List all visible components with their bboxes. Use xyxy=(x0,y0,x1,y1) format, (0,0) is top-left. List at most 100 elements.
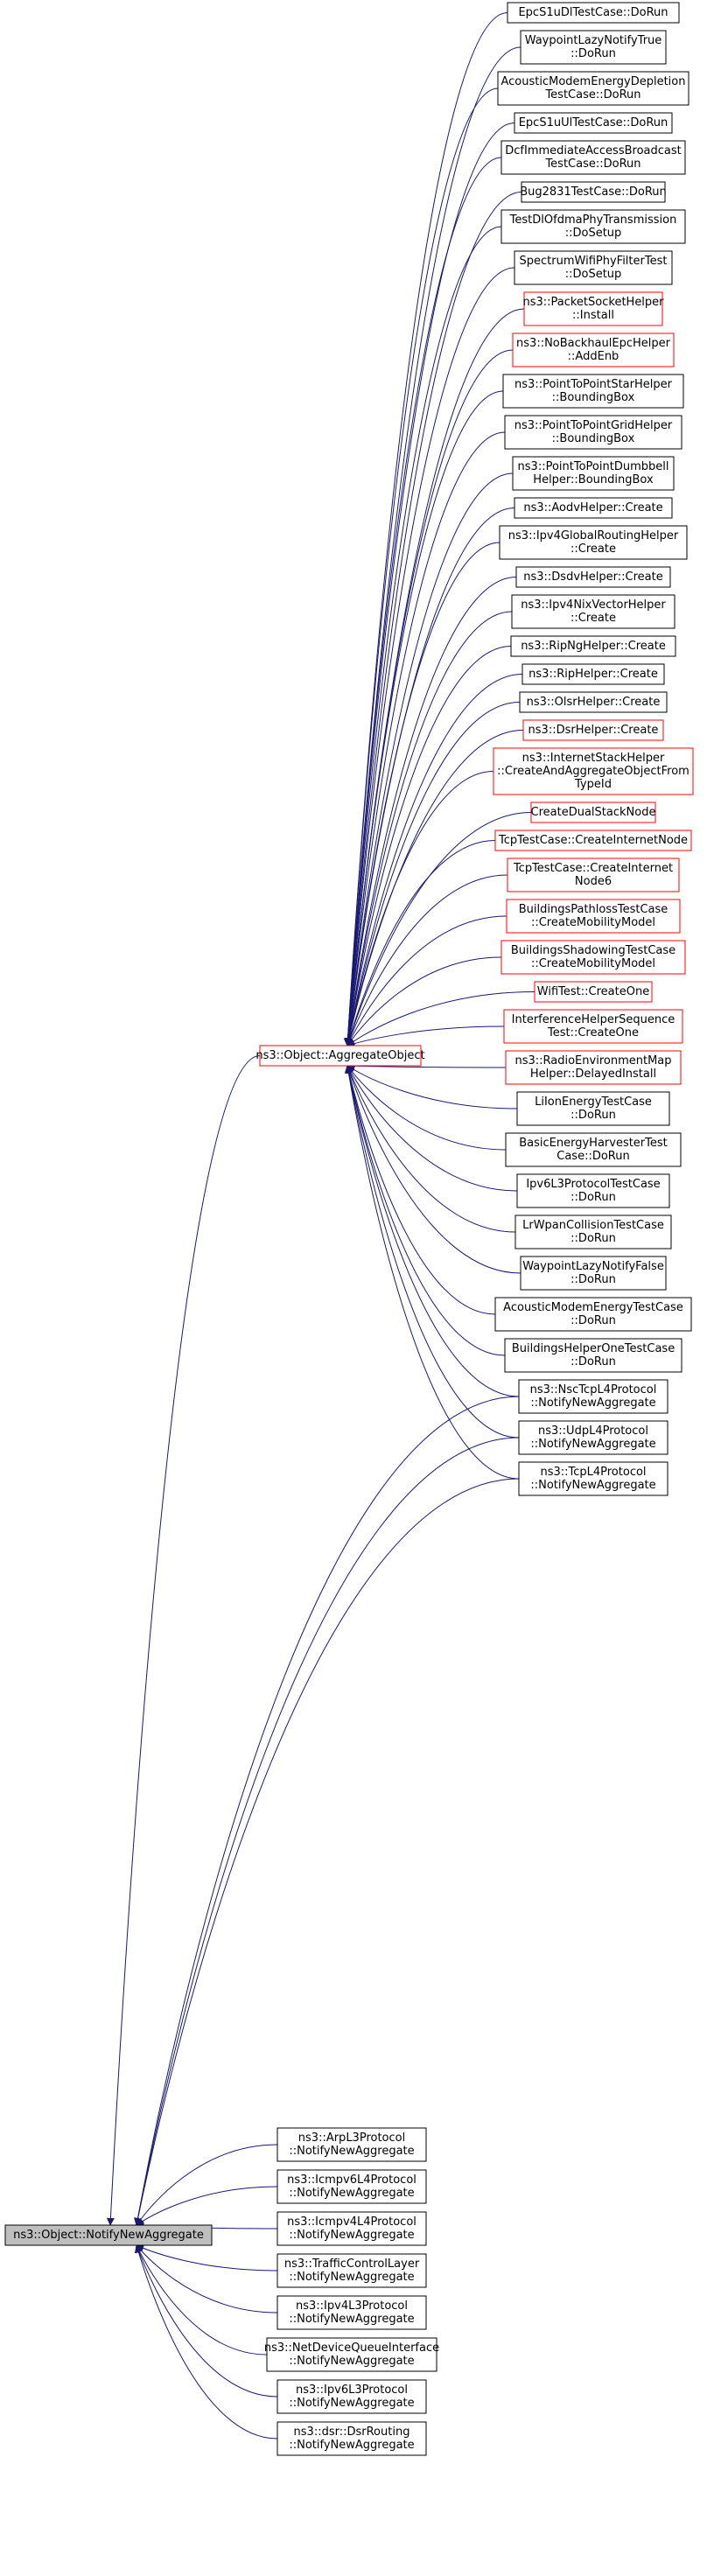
edge-c32-to-aggregate xyxy=(346,1065,518,1192)
edge-c18-to-aggregate xyxy=(345,674,523,1046)
node-label: AcousticModemEnergyTestCase xyxy=(503,1301,683,1314)
edge-d2-to-aggregate xyxy=(344,1065,520,1480)
node-label: ::NotifyNewAggregate xyxy=(530,1438,655,1451)
node-caller-c10[interactable]: ns3::PointToPointStarHelper::BoundingBox xyxy=(502,374,684,409)
node-box xyxy=(503,1009,683,1044)
node-box xyxy=(500,209,686,244)
node-caller-c28[interactable]: InterferenceHelperSequenceTest::CreateOn… xyxy=(503,1009,683,1044)
node-root-notify[interactable]: ns3::Object::NotifyNewAggregate xyxy=(4,2224,213,2246)
node-label: TestCase::DoRun xyxy=(544,88,640,102)
node-caller-c26[interactable]: BuildingsShadowingTestCase::CreateMobili… xyxy=(500,940,686,975)
node-label: ns3::TrafficControlLayer xyxy=(284,2258,420,2271)
node-box xyxy=(497,71,690,106)
node-caller-c25[interactable]: BuildingsPathlossTestCase::CreateMobilit… xyxy=(506,899,681,934)
node-caller-c3[interactable]: EpcS1uUlTestCase::DoRun xyxy=(514,112,673,134)
node-label: ns3::Ipv6L3Protocol xyxy=(296,2384,408,2397)
node-override-o6[interactable]: ns3::Ipv6L3Protocol::NotifyNewAggregate xyxy=(276,2379,427,2414)
node-caller-c2[interactable]: AcousticModemEnergyDepletionTestCase::Do… xyxy=(497,71,690,106)
node-label: DcfImmediateAccessBroadcast xyxy=(505,144,681,158)
node-label: ::DoRun xyxy=(570,47,616,60)
node-box xyxy=(520,30,667,65)
node-caller-c1[interactable]: WaypointLazyNotifyTrue::DoRun xyxy=(520,30,667,65)
node-caller-c19[interactable]: ns3::OlsrHelper::Create xyxy=(519,691,668,713)
node-label: ::NotifyNewAggregate xyxy=(289,2439,414,2452)
node-box xyxy=(502,374,684,409)
node-box xyxy=(504,1338,682,1373)
node-override-d2[interactable]: ns3::TcpL4Protocol::NotifyNewAggregate xyxy=(518,1461,668,1496)
node-caller-c30[interactable]: LiIonEnergyTestCase::DoRun xyxy=(516,1091,670,1126)
node-override-o1[interactable]: ns3::Icmpv6L4Protocol::NotifyNewAggregat… xyxy=(276,2169,427,2204)
node-caller-c36[interactable]: BuildingsHelperOneTestCase::DoRun xyxy=(504,1338,682,1373)
node-caller-c11[interactable]: ns3::PointToPointGridHelper::BoundingBox xyxy=(504,415,682,450)
node-caller-c35[interactable]: AcousticModemEnergyTestCase::DoRun xyxy=(494,1297,692,1332)
node-label: ::NotifyNewAggregate xyxy=(289,2397,414,2410)
node-caller-c16[interactable]: ns3::Ipv4NixVectorHelper::Create xyxy=(511,594,676,629)
node-label: ns3::Icmpv6L4Protocol xyxy=(287,2174,416,2187)
node-caller-c20[interactable]: ns3::DsrHelper::Create xyxy=(522,719,664,741)
node-label: ns3::PacketSocketHelper xyxy=(522,296,664,309)
node-label: Bug2831TestCase::DoRun xyxy=(520,186,667,199)
edge-o6-to-root xyxy=(135,2244,278,2398)
node-label: TestDlOfdmaPhyTransmission xyxy=(509,214,677,227)
node-caller-c9[interactable]: ns3::NoBackhaulEpcHelper::AddEnb xyxy=(512,332,675,368)
node-caller-c4[interactable]: DcfImmediateAccessBroadcastTestCase::DoR… xyxy=(500,140,686,175)
node-caller-c13[interactable]: ns3::AodvHelper::Create xyxy=(514,497,673,519)
edge-c35-to-aggregate xyxy=(345,1065,496,1315)
node-box xyxy=(266,2337,438,2372)
node-box xyxy=(520,1256,667,1291)
node-caller-c33[interactable]: LrWpanCollisionTestCase::DoRun xyxy=(514,1214,672,1250)
node-caller-c32[interactable]: Ipv6L3ProtocolTestCase::DoRun xyxy=(516,1173,670,1208)
node-label: ::CreateAndAggregateObjectFrom xyxy=(497,765,690,778)
node-caller-c8[interactable]: ns3::PacketSocketHelper::Install xyxy=(522,291,664,326)
node-caller-c29[interactable]: ns3::RadioEnvironmentMapHelper::DelayedI… xyxy=(505,1050,682,1085)
node-caller-c6[interactable]: TestDlOfdmaPhyTransmission::DoSetup xyxy=(500,209,686,244)
node-box xyxy=(276,2253,427,2288)
node-caller-c0[interactable]: EpcS1uDlTestCase::DoRun xyxy=(507,2,680,24)
node-caller-c14[interactable]: ns3::Ipv4GlobalRoutingHelper::Create xyxy=(499,525,688,560)
edge-c15-to-aggregate xyxy=(344,577,517,1046)
node-caller-c27[interactable]: WifiTest::CreateOne xyxy=(534,981,653,1003)
node-label: ns3::PointToPointDumbbell xyxy=(518,460,669,473)
node-caller-c23[interactable]: TcpTestCase::CreateInternetNode xyxy=(494,830,692,851)
node-override-d1[interactable]: ns3::UdpL4Protocol::NotifyNewAggregate xyxy=(518,1420,668,1455)
node-label: ::DoRun xyxy=(570,1273,616,1286)
node-box xyxy=(494,830,692,851)
edge-d0-to-root xyxy=(134,1396,520,2226)
node-caller-c22[interactable]: CreateDualStackNode xyxy=(530,802,656,823)
node-caller-c12[interactable]: ns3::PointToPointDumbbellHelper::Boundin… xyxy=(512,456,675,491)
node-label: ::BoundingBox xyxy=(552,432,635,445)
node-caller-c21[interactable]: ns3::InternetStackHelper::CreateAndAggre… xyxy=(493,747,694,795)
edge-c11-to-aggregate xyxy=(344,431,506,1046)
node-aggregate-aggregate[interactable]: ns3::Object::AggregateObject xyxy=(256,1045,425,1067)
node-caller-c5[interactable]: Bug2831TestCase::DoRun xyxy=(520,181,667,203)
node-caller-c17[interactable]: ns3::RipNgHelper::Create xyxy=(510,635,676,657)
node-caller-c7[interactable]: SpectrumWifiPhyFilterTest::DoSetup xyxy=(514,250,673,285)
node-override-o5[interactable]: ns3::NetDeviceQueueInterface::NotifyNewA… xyxy=(264,2337,439,2372)
node-label: WaypointLazyNotifyTrue xyxy=(525,34,662,47)
node-label: ::DoRun xyxy=(570,1109,616,1122)
node-label: TypeId xyxy=(574,778,612,791)
node-box xyxy=(276,2211,427,2246)
node-label: ns3::DsdvHelper::Create xyxy=(523,570,662,584)
node-label: ::Install xyxy=(572,309,614,322)
node-override-d0[interactable]: ns3::NscTcpL4Protocol::NotifyNewAggregat… xyxy=(518,1379,668,1414)
node-override-o7[interactable]: ns3::dsr::DsrRouting::NotifyNewAggregate xyxy=(276,2421,427,2456)
node-box xyxy=(522,719,664,741)
edge-d2-to-root xyxy=(134,1478,520,2226)
node-override-o4[interactable]: ns3::Ipv4L3Protocol::NotifyNewAggregate xyxy=(276,2295,427,2330)
edge-d0-to-aggregate xyxy=(345,1065,520,1397)
node-override-o3[interactable]: ns3::TrafficControlLayer::NotifyNewAggre… xyxy=(276,2253,427,2288)
node-label: Case::DoRun xyxy=(556,1150,629,1163)
node-label: ::DoSetup xyxy=(565,227,622,240)
node-override-o0[interactable]: ns3::ArpL3Protocol::NotifyNewAggregate xyxy=(276,2127,427,2162)
node-caller-c34[interactable]: WaypointLazyNotifyFalse::DoRun xyxy=(520,1256,667,1291)
node-override-o2[interactable]: ns3::Icmpv4L4Protocol::NotifyNewAggregat… xyxy=(276,2211,427,2246)
edge-c17-to-aggregate xyxy=(344,646,512,1046)
node-caller-c18[interactable]: ns3::RipHelper::Create xyxy=(522,663,665,685)
node-caller-c15[interactable]: ns3::DsdvHelper::Create xyxy=(515,566,671,588)
node-label: SpectrumWifiPhyFilterTest xyxy=(520,255,668,268)
edge-c4-to-aggregate xyxy=(344,157,502,1046)
node-box xyxy=(276,2295,427,2330)
